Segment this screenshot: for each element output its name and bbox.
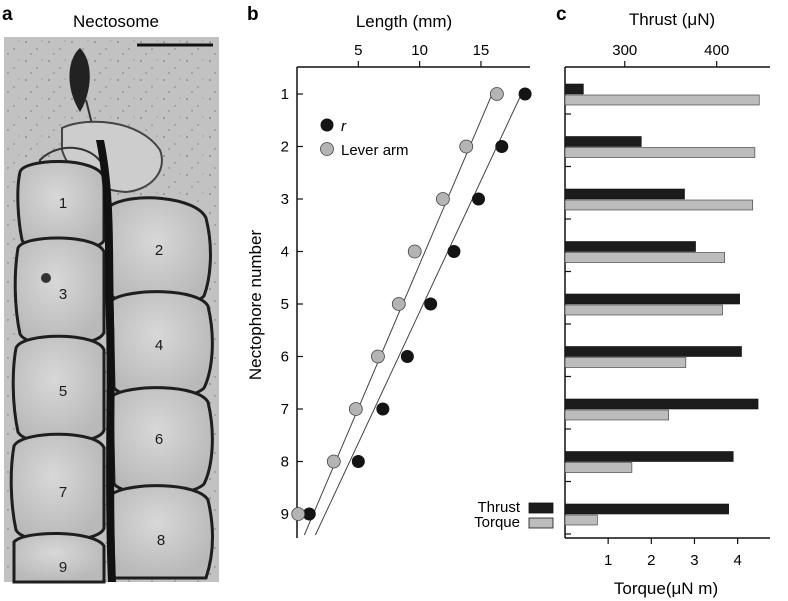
data-point-r xyxy=(447,245,461,258)
nectophore-label: 1 xyxy=(59,195,67,212)
bar-thrust xyxy=(564,346,742,357)
panel-c: c Thrust (μN) Torque(μN m) 300 400 1 2 3 4 T… xyxy=(474,4,770,598)
y-ticks: 1 2 3 4 5 6 7 8 9 xyxy=(281,86,303,523)
x-tick-label: 15 xyxy=(473,42,490,59)
bottom-tick-label: 3 xyxy=(690,552,698,569)
bar-thrust xyxy=(564,188,685,200)
y-tick-label: 5 xyxy=(281,296,289,313)
bar-torque xyxy=(564,147,756,158)
fit-lines xyxy=(303,91,524,536)
nectophore-label: 8 xyxy=(157,532,165,549)
panel-a-title: Nectosome xyxy=(73,12,159,31)
legend-marker-lever-arm xyxy=(320,142,334,156)
x-axis-label: Length (mm) xyxy=(356,12,452,31)
bar-thrust xyxy=(564,293,740,305)
bar-torque xyxy=(564,357,687,368)
legend-marker-r xyxy=(320,118,334,132)
bar-torque xyxy=(564,252,725,263)
top-tick-label: 400 xyxy=(704,42,729,59)
data-point-r xyxy=(351,455,365,468)
top-tick-label: 300 xyxy=(612,42,637,59)
y-tick-label: 6 xyxy=(281,349,289,366)
y-axis-label: Nectophore number xyxy=(246,230,265,381)
fit-line xyxy=(314,91,524,536)
legend-swatch-thrust xyxy=(528,502,554,514)
bottom-tick-label: 1 xyxy=(604,552,612,569)
data-point-lever-arm xyxy=(391,297,406,311)
nectophore-label: 5 xyxy=(59,383,67,400)
nectophore-label: 4 xyxy=(155,337,163,354)
category-ticks xyxy=(565,113,571,535)
data-point-r xyxy=(471,192,485,206)
nectophore-label: 9 xyxy=(59,559,67,576)
legend-swatch-torque xyxy=(528,517,554,529)
bar-thrust xyxy=(564,451,734,462)
nectophore-label: 3 xyxy=(59,286,67,303)
bar-torque xyxy=(564,199,754,211)
bar-torque xyxy=(564,304,723,316)
panel-c-letter: c xyxy=(556,4,567,25)
nectosome-photo: 1 2 3 4 5 6 7 8 9 xyxy=(4,37,219,584)
data-point-lever-arm xyxy=(407,244,422,259)
bar-thrust xyxy=(564,136,642,147)
panel-a: a Nectosome xyxy=(2,4,219,584)
bottom-tick-label: 4 xyxy=(733,552,741,569)
legend-label-lever-arm: Lever arm xyxy=(341,142,409,159)
data-point-r xyxy=(518,87,532,101)
legend-label-r: r xyxy=(341,118,347,135)
y-tick-label: 3 xyxy=(281,191,289,208)
bar-thrust xyxy=(564,241,696,252)
bars xyxy=(564,83,760,526)
bar-thrust xyxy=(564,398,759,410)
y-tick-label: 2 xyxy=(281,139,289,156)
legend-label-thrust: Thrust xyxy=(477,499,520,516)
bottom-axis-label: Torque(μN m) xyxy=(614,579,718,598)
data-point-lever-arm xyxy=(459,139,474,154)
y-tick-label: 8 xyxy=(281,454,289,471)
x-tick-label: 5 xyxy=(354,42,362,59)
bar-torque xyxy=(564,462,633,473)
data-point-lever-arm xyxy=(436,192,450,206)
top-axis-ticks: 300 400 xyxy=(612,42,729,67)
x-tick-label: 10 xyxy=(411,42,428,59)
y-tick-label: 1 xyxy=(281,86,289,103)
panel-b-letter: b xyxy=(247,4,259,25)
data-point-r xyxy=(376,402,390,416)
panel-b: b Length (mm) Nectophore number 5 10 15 1 2… xyxy=(246,4,532,538)
bar-torque xyxy=(564,409,669,421)
panel-a-letter: a xyxy=(2,4,13,25)
nectophore-label: 7 xyxy=(59,484,67,501)
data-point-lever-arm xyxy=(489,87,504,101)
data-point-lever-arm xyxy=(326,454,341,469)
bar-torque xyxy=(564,94,760,106)
data-point-r xyxy=(302,507,316,521)
bar-torque xyxy=(564,514,598,526)
nectophore-label: 2 xyxy=(155,242,163,259)
bar-thrust xyxy=(564,503,729,515)
legend-label-torque: Torque xyxy=(474,514,520,531)
data-point-r xyxy=(424,297,438,311)
y-tick-label: 7 xyxy=(281,401,289,418)
x-ticks: 5 10 15 xyxy=(354,42,489,67)
y-tick-label: 9 xyxy=(281,506,289,523)
bottom-axis-ticks: 1 2 3 4 xyxy=(604,538,742,569)
bar-thrust xyxy=(564,83,584,95)
panel-b-legend: r Lever arm xyxy=(320,118,409,159)
data-point-lever-arm xyxy=(291,507,306,521)
y-tick-label: 4 xyxy=(281,244,289,261)
panel-c-legend: Thrust Torque xyxy=(474,499,554,531)
data-point-r xyxy=(495,140,509,153)
data-point-lever-arm xyxy=(371,349,385,364)
data-point-lever-arm xyxy=(348,402,363,416)
data-point-r xyxy=(400,350,414,363)
top-axis-label: Thrust (μN) xyxy=(629,10,715,29)
bottom-tick-label: 2 xyxy=(647,552,655,569)
data-points xyxy=(291,87,532,521)
nectophore-label: 6 xyxy=(155,431,163,448)
